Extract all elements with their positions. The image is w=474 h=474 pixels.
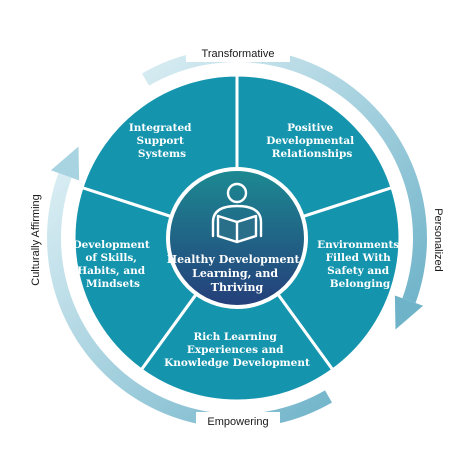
segment-label-positive-relationships: Positive Developmental Relationships (266, 122, 358, 160)
reading-person-icon (211, 182, 263, 244)
segment-label-rich-learning: Rich Learning Experiences and Knowledge … (164, 331, 310, 369)
ring-arrow-head-right (394, 295, 424, 330)
segment-label-integrated-support: Integrated Support Systems (129, 122, 195, 160)
ring-label-bottom: Empowering (207, 416, 268, 428)
ring-label-left: Culturally Affirming (30, 194, 42, 286)
outer-ring (46, 47, 427, 429)
ring-label-bottom-bg (196, 412, 280, 430)
center-title: Healthy Development, Learning, and Thriv… (167, 253, 308, 294)
ring-arrow-top-right (142, 47, 427, 303)
segment-label-environments: Environments Filled With Safety and Belo… (317, 239, 403, 290)
ring-label-top-bg (186, 44, 290, 62)
ring-arrow-bottom-left (46, 173, 332, 429)
ring-label-right: Personalized (432, 208, 444, 272)
ring-label-left-bg (26, 186, 44, 296)
segment-label-development-skills: Development of Skills, Habits, and Minds… (73, 239, 154, 290)
ring-label-right-bg (430, 196, 448, 286)
ring-label-top: Transformative (202, 48, 275, 60)
ring-arrow-head-left (50, 146, 80, 181)
